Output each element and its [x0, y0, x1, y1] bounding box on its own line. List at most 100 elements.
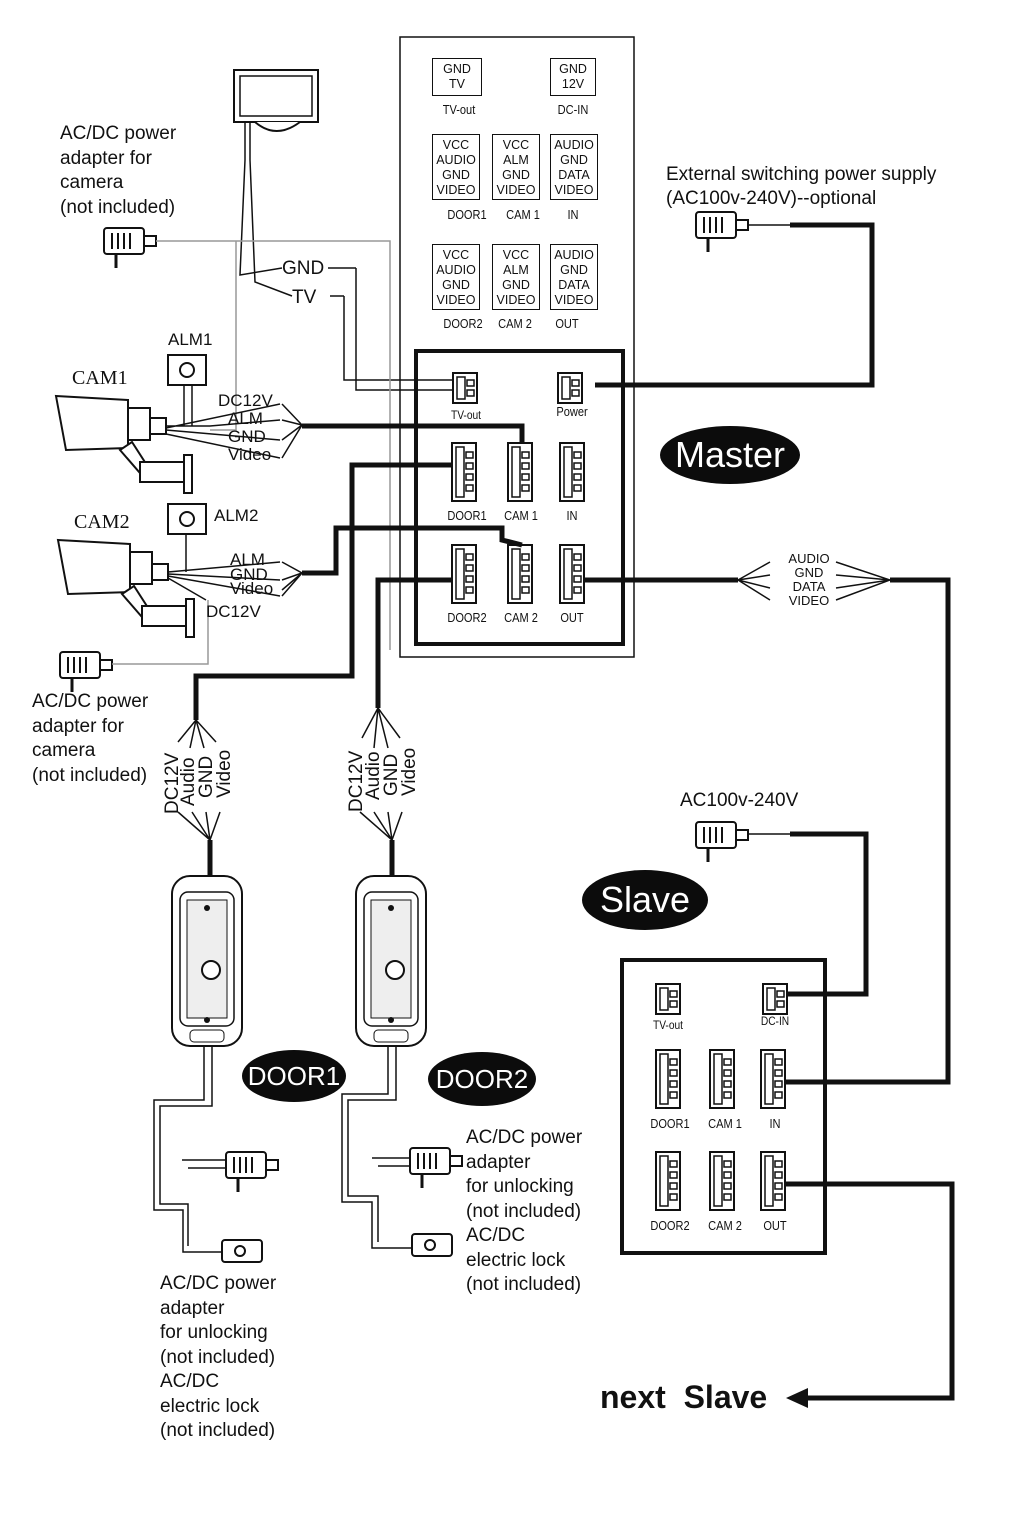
master-connector-board — [414, 349, 625, 646]
wire-label: GND — [228, 427, 266, 446]
wire-label: GND — [794, 565, 824, 580]
pin-label: VIDEO — [554, 293, 594, 307]
wire-label: VIDEO — [788, 593, 830, 608]
door2-pin-box: VCC AUDIO GND VIDEO — [432, 244, 480, 310]
wire-label: ALM — [228, 409, 263, 428]
note-line: electric lock — [466, 1249, 566, 1271]
external-power-line2: (AC100v-240V)--optional — [666, 188, 877, 209]
in-panel-label: IN — [567, 207, 579, 222]
door1-pin-box: VCC AUDIO GND VIDEO — [432, 134, 480, 200]
note-line: (not included) — [466, 1274, 582, 1295]
cam2-camera — [56, 538, 195, 638]
slave-door2-label: DOOR2 — [650, 1218, 690, 1233]
note-line: adapter for — [32, 715, 124, 737]
pin-label: VIDEO — [496, 293, 536, 307]
in-pin-box: AUDIO GND DATA VIDEO — [550, 134, 598, 200]
master-in-label: IN — [566, 508, 578, 523]
door2-lock-note: AC/DC power adapter for unlocking (not i… — [466, 1126, 582, 1298]
note-line: adapter — [466, 1151, 531, 1173]
pin-label: GND — [559, 62, 587, 76]
slave-cam2-label: CAM 2 — [708, 1218, 742, 1233]
camera-adapter-note-2: AC/DC power adapter for camera (not incl… — [32, 690, 148, 788]
note-line: adapter for — [60, 147, 152, 169]
slave-badge: Slave — [582, 870, 708, 930]
wire-label: Video — [230, 579, 274, 598]
dcin-pin-box: GND 12V — [550, 58, 596, 96]
next-slave-label: next Slave — [600, 1379, 768, 1415]
master-badge: Master — [660, 426, 800, 484]
slave-dcin-label: DC-IN — [760, 1014, 790, 1028]
note-line: AC/DC — [466, 1225, 526, 1246]
dcin-panel-label: DC-IN — [557, 102, 589, 117]
pin-label: VCC — [442, 248, 470, 262]
alm1-label: ALM1 — [168, 330, 213, 349]
slave-cam1-label: CAM 1 — [708, 1116, 742, 1131]
pin-label: GND — [442, 168, 470, 182]
master-door2-label: DOOR2 — [447, 610, 487, 625]
tv-signal-label: TV — [292, 287, 317, 308]
master-cam1-label: CAM 1 — [504, 508, 538, 523]
door2-badge: DOOR2 — [428, 1052, 536, 1106]
out-panel-label: OUT — [555, 316, 579, 331]
slave-connector-board — [620, 958, 827, 1255]
cam2-dc12v-label: DC12V — [206, 602, 261, 621]
wire-label: ALM — [230, 550, 265, 569]
note-line: adapter — [160, 1297, 225, 1319]
slave-out-label: OUT — [763, 1218, 787, 1233]
pin-label: AUDIO — [554, 248, 594, 262]
cam1-panel-label: CAM 1 — [506, 207, 540, 222]
note-line: AC/DC power — [32, 691, 149, 712]
master-power-label: Power — [556, 404, 588, 419]
master-panel — [399, 36, 635, 658]
pin-label: VIDEO — [436, 293, 476, 307]
pin-label: VCC — [502, 248, 530, 262]
pin-label: VIDEO — [554, 183, 594, 197]
cam2-panel-label: CAM 2 — [498, 316, 532, 331]
cam1-wire-labels: DC12V ALM GND Video — [218, 392, 273, 464]
note-line: AC/DC power — [466, 1127, 583, 1148]
note-line: AC/DC power — [160, 1273, 277, 1294]
pin-label: GND — [442, 278, 470, 292]
external-power-line1: External switching power supply — [666, 164, 937, 185]
cam2-wire-labels: ALM GND Video — [230, 550, 274, 598]
pin-label: VIDEO — [436, 183, 476, 197]
pin-label: AUDIO — [436, 263, 476, 277]
pin-label: GND — [560, 153, 588, 167]
tvout-panel-label: TV-out — [442, 102, 476, 117]
pin-label: GND — [443, 62, 471, 76]
note-line: camera — [60, 172, 124, 193]
door1-lock-note: AC/DC power adapter for unlocking (not i… — [160, 1272, 276, 1444]
pin-label: VCC — [502, 138, 530, 152]
slave-in-label: IN — [769, 1116, 781, 1131]
alm2-label: ALM2 — [214, 506, 259, 525]
note-line: (not included) — [32, 764, 148, 786]
master-out-label: OUT — [560, 610, 584, 625]
door1-wire-video: Video — [214, 749, 235, 798]
note-line: (not included) — [60, 196, 176, 218]
door2-panel-label: DOOR2 — [443, 316, 483, 331]
cam1-pin-box: VCC ALM GND VIDEO — [492, 134, 540, 200]
note-line: (not included) — [466, 1200, 582, 1222]
wire-label: DC12V — [218, 391, 273, 410]
tvout-pin-box: GND TV — [432, 58, 482, 96]
note-line: AC/DC power — [60, 123, 177, 144]
pin-label: VIDEO — [496, 183, 536, 197]
pin-label: ALM — [503, 153, 529, 167]
pin-label: GND — [502, 278, 530, 292]
wire-label: AUDIO — [788, 551, 830, 566]
note-line: electric lock — [160, 1395, 260, 1417]
pin-label: GND — [502, 168, 530, 182]
door1-panel-label: DOOR1 — [447, 207, 487, 222]
pin-label: DATA — [558, 168, 590, 182]
master-cam2-label: CAM 2 — [504, 610, 538, 625]
door2-station — [355, 875, 427, 1047]
wire-label: Video — [228, 445, 272, 464]
cam1-name: CAM1 — [72, 367, 128, 389]
note-line: (not included) — [160, 1420, 276, 1441]
note-line: for unlocking — [466, 1176, 574, 1197]
wire-label: GND — [230, 564, 268, 584]
pin-label: VCC — [442, 138, 470, 152]
slave-tvout-label: TV-out — [652, 1018, 684, 1032]
